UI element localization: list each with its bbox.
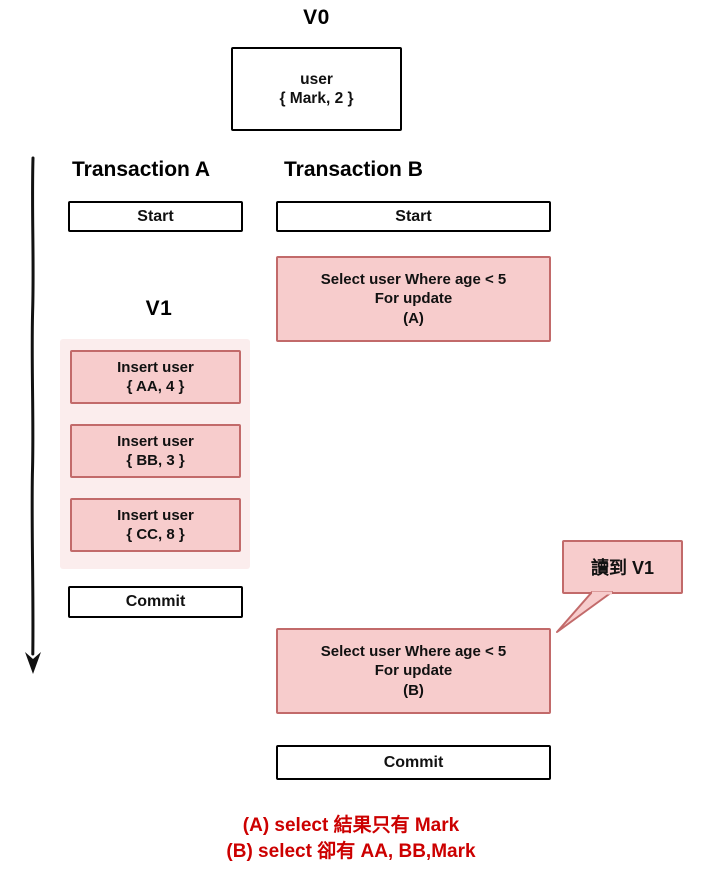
insert-aa-line2: { AA, 4 } bbox=[126, 378, 185, 395]
insert-box-aa: Insert user { AA, 4 } bbox=[70, 350, 241, 404]
transaction-b-commit-box: Commit bbox=[276, 745, 551, 780]
transaction-b-title: Transaction B bbox=[284, 158, 423, 181]
callout-tail-icon bbox=[556, 591, 613, 633]
insert-box-bb: Insert user { BB, 3 } bbox=[70, 424, 241, 478]
time-arrow-down-icon bbox=[25, 156, 41, 674]
v0-table-row: { Mark, 2 } bbox=[279, 90, 354, 107]
v0-table-box: user { Mark, 2 } bbox=[231, 47, 402, 131]
select-b-line2: For update bbox=[374, 662, 453, 680]
insert-aa-line1: Insert user bbox=[117, 358, 194, 376]
transaction-a-commit-box: Commit bbox=[68, 586, 243, 618]
caption-line-a: (A) select 結果只有 Mark bbox=[242, 815, 460, 836]
callout-read-v1: 讀到 V1 bbox=[562, 540, 683, 594]
v0-table-name: user bbox=[300, 70, 333, 88]
select-b-line1: Select user Where age < 5 bbox=[320, 642, 507, 660]
bottom-caption: (A) select 結果只有 Mark (B) select 卻有 AA, B… bbox=[0, 813, 702, 864]
insert-bb-line1: Insert user bbox=[117, 432, 194, 450]
insert-bb-line2: { BB, 3 } bbox=[126, 452, 185, 469]
transaction-a-start-box: Start bbox=[68, 201, 243, 232]
insert-cc-line2: { CC, 8 } bbox=[126, 526, 185, 543]
select-b-line3: (B) bbox=[403, 681, 424, 699]
v1-label: V1 bbox=[145, 297, 173, 320]
transaction-b-select-b-box: Select user Where age < 5 For update (B) bbox=[276, 628, 551, 714]
transaction-b-select-a-box: Select user Where age < 5 For update (A) bbox=[276, 256, 551, 342]
select-a-line3: (A) bbox=[403, 309, 424, 327]
caption-line-b: (B) select 卻有 AA, BB,Mark bbox=[226, 840, 476, 862]
transaction-a-title: Transaction A bbox=[72, 158, 211, 181]
select-a-line2: For update bbox=[374, 290, 453, 308]
insert-cc-line1: Insert user bbox=[117, 506, 194, 524]
transaction-b-start-box: Start bbox=[276, 201, 551, 232]
insert-box-cc: Insert user { CC, 8 } bbox=[70, 498, 241, 552]
v0-label: V0 bbox=[303, 6, 330, 29]
select-a-line1: Select user Where age < 5 bbox=[320, 270, 507, 288]
